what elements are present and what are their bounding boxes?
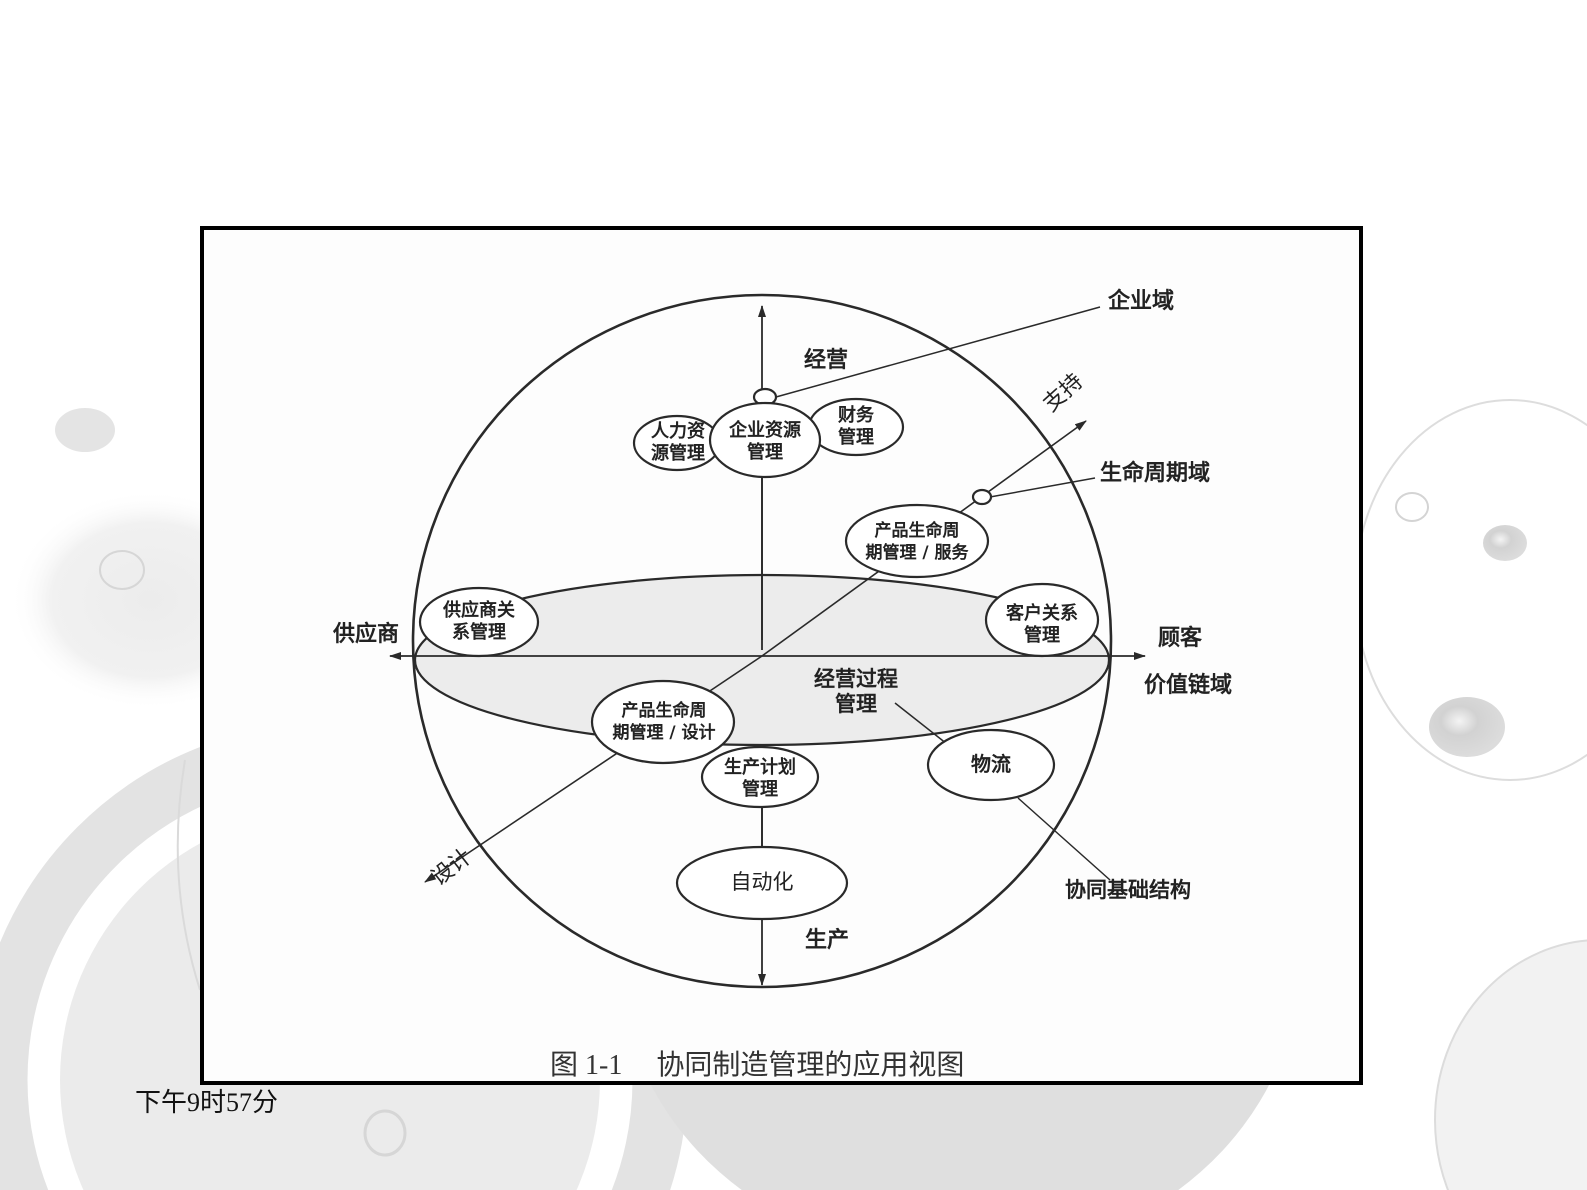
node-finance: 财务 管理 xyxy=(838,405,874,448)
axis-label-left: 供应商 xyxy=(333,621,400,647)
node-plm-service-ellipse xyxy=(844,503,990,579)
figure-caption: 图 1-1 协同制造管理的应用视图 xyxy=(550,1043,964,1083)
node-crm: 客户关系 管理 xyxy=(1006,603,1078,646)
node-production-plan-ellipse xyxy=(700,745,820,809)
node-crm-ellipse xyxy=(984,582,1100,658)
node-automation: 自动化 xyxy=(730,870,794,894)
node-production-plan: 生产计划 管理 xyxy=(724,757,796,800)
node-erp-ellipse xyxy=(708,401,822,479)
node-srm-ellipse xyxy=(418,586,540,658)
sphere-outline xyxy=(411,293,1113,989)
lifecycle-domain-marker xyxy=(971,488,993,506)
node-plm-service: 产品生命周 期管理 / 服务 xyxy=(865,521,969,563)
node-srm: 供应商关 系管理 xyxy=(443,600,515,643)
node-plm-design: 产品生命周 期管理 / 设计 xyxy=(612,701,716,743)
domain-label-lifecycle: 生命周期域 xyxy=(1100,460,1211,486)
node-hr: 人力资 源管理 xyxy=(651,421,705,464)
domain-label-enterprise: 企业域 xyxy=(1108,288,1175,314)
figure-number: 图 1-1 xyxy=(550,1050,623,1081)
node-logistics: 物流 xyxy=(971,752,1011,776)
domain-label-value-chain: 价值链域 xyxy=(1144,672,1233,698)
node-erp: 企业资源 管理 xyxy=(729,420,801,463)
slide-timestamp: 下午9时57分 xyxy=(135,1088,279,1117)
axis-label-right: 顾客 xyxy=(1158,625,1203,651)
axis-label-down: 生产 xyxy=(805,927,850,953)
figure-title: 协同制造管理的应用视图 xyxy=(656,1050,965,1081)
node-logistics-ellipse xyxy=(926,728,1056,802)
domain-label-infrastructure: 协同基础结构 xyxy=(1065,877,1191,902)
axis-label-up: 经营 xyxy=(804,347,849,373)
node-plm-design-ellipse xyxy=(590,679,736,765)
node-bpm: 经营过程 管理 xyxy=(814,666,898,716)
